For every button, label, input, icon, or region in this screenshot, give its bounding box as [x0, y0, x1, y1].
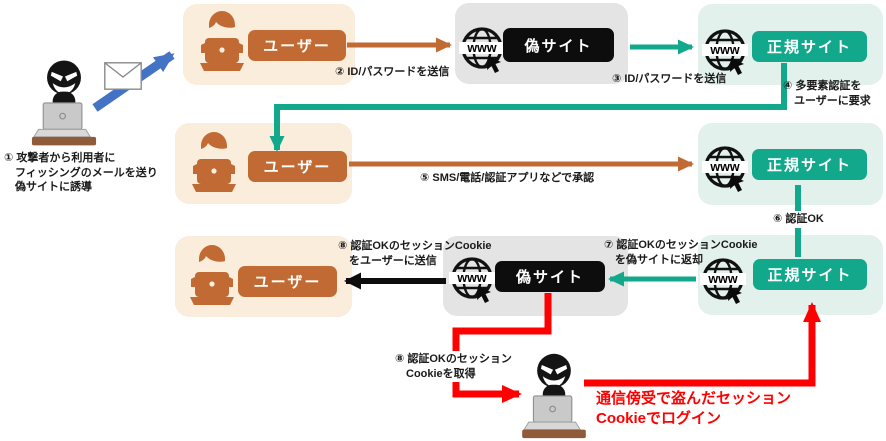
- globe-www-text: www: [466, 41, 496, 55]
- attacker-left-eye: [50, 71, 64, 82]
- www-globe-icon: www: [449, 257, 495, 303]
- laptop-icon: [532, 395, 573, 423]
- www-globe-icon: www: [700, 258, 746, 304]
- user-at-laptop-icon: [192, 132, 236, 192]
- arrow-step4-real-to-user: [269, 63, 787, 152]
- real-site-pill-row1: 正規サイト: [752, 31, 867, 62]
- user-pill-row1: ユーザー: [248, 30, 346, 61]
- attacker-grin: [52, 83, 76, 94]
- arrow-attacker-login-to-real: [584, 302, 821, 387]
- real-site-pill-row2: 正規サイト: [752, 149, 867, 180]
- globe-www-text: www: [456, 271, 486, 285]
- www-globe-icon: www: [702, 146, 748, 192]
- user-pill-row3: ユーザー: [238, 266, 337, 297]
- www-globe-icon: www: [702, 29, 748, 75]
- laptop-icon: [42, 102, 83, 130]
- real-site-pill-row3: 正規サイト: [753, 259, 867, 290]
- step8-to-user-label: ⑧ 認証OKのセッションCookie をユーザーに送信: [338, 240, 492, 267]
- step1-label: ① 攻撃者から利用者に フィッシングのメールを送り 偽サイトに誘導: [4, 152, 158, 194]
- fake-site-pill-row1: 偽サイト: [503, 28, 614, 62]
- cursor-icon: [487, 56, 501, 73]
- user-pill-row2: ユーザー: [248, 151, 347, 182]
- desk-icon: [31, 136, 97, 146]
- cursor-icon: [477, 286, 491, 303]
- user-at-laptop-icon: [190, 245, 234, 305]
- globe-www-text: www: [707, 272, 737, 286]
- globe-www-text: www: [709, 160, 739, 174]
- step3-label: ③ ID/パスワードを送信: [612, 73, 727, 85]
- email-icon: [104, 62, 142, 90]
- attacker-right-eye: [554, 365, 568, 375]
- session-hijack-callout: 通信傍受で盗んだセッション Cookieでログイン: [596, 390, 792, 427]
- arrow-step8-cookie-to-attacker: [452, 293, 552, 403]
- step2-label: ② ID/パスワードを送信: [335, 66, 450, 78]
- step7-label: ⑦ 認証OKのセッションCookie を偽サイトに返却: [604, 239, 758, 266]
- attacker-icon: [31, 60, 97, 146]
- attacker-icon: [522, 353, 586, 439]
- desk-icon: [522, 429, 586, 439]
- cursor-icon: [730, 175, 744, 192]
- step8-to-attacker-label: ⑧ 認証OKのセッション Cookieを取得: [392, 351, 515, 383]
- attacker-left-eye: [540, 365, 554, 375]
- www-globe-icon: www: [459, 27, 505, 73]
- step5-label: ⑤ SMS/電話/認証アプリなどで承認: [420, 172, 595, 184]
- fake-site-pill-row3: 偽サイト: [495, 261, 605, 292]
- step4-label: ④ 多要素認証を ユーザーに要求: [783, 80, 871, 107]
- globe-www-text: www: [709, 43, 739, 57]
- user-at-laptop-icon: [200, 11, 244, 71]
- attacker-right-eye: [64, 71, 78, 82]
- cursor-icon: [728, 287, 742, 304]
- step6-label: ⑥ 認証OK: [770, 211, 827, 228]
- attacker-grin: [542, 376, 566, 387]
- cursor-icon: [730, 58, 744, 75]
